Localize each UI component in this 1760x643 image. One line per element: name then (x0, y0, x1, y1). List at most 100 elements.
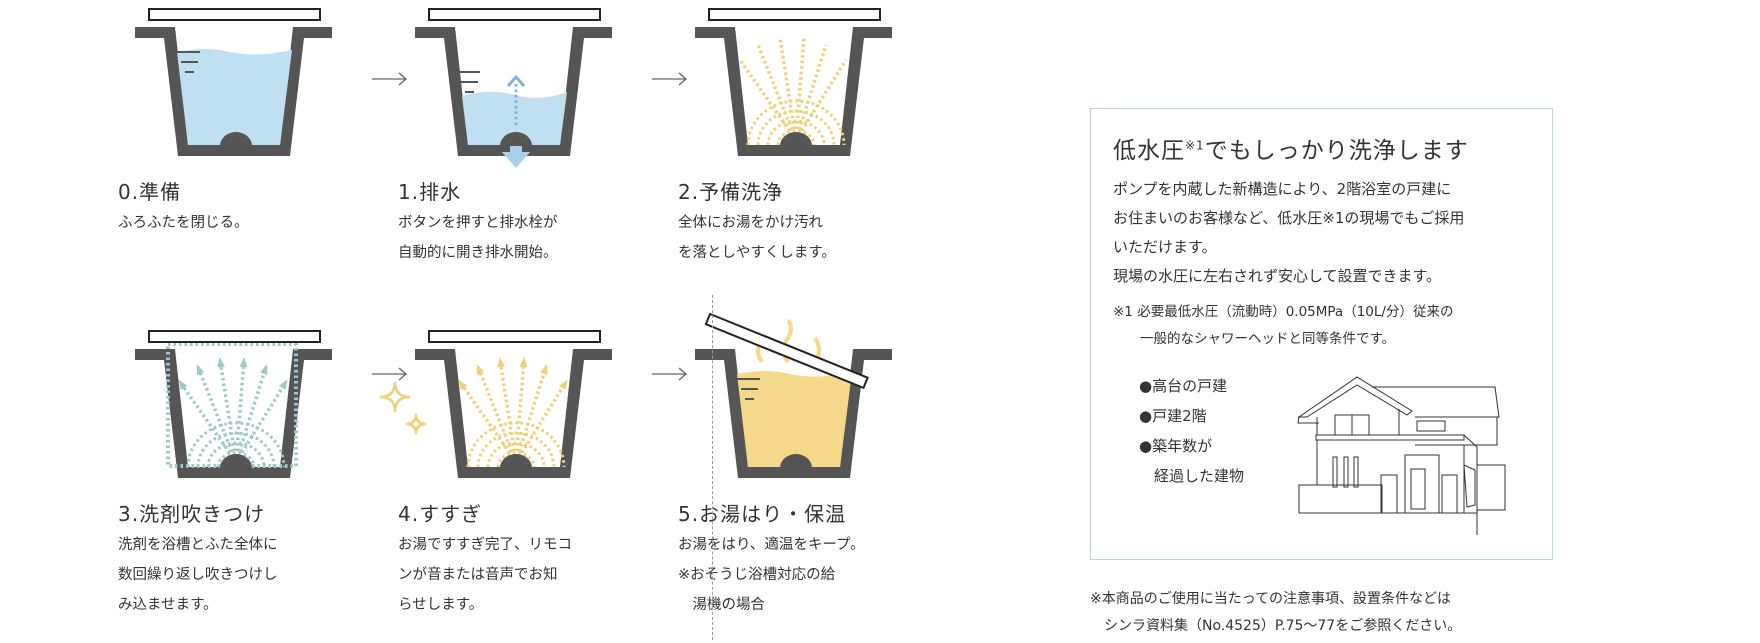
drain-plug (220, 132, 252, 146)
drain-plug (780, 454, 812, 468)
arrowhead (178, 379, 188, 390)
spray-arc (756, 109, 836, 146)
step-label: 5.お湯はり・保温 (678, 502, 847, 526)
water-level-icon (176, 51, 200, 73)
arrowhead (476, 364, 485, 375)
step-label: 2.予備洗浄 (678, 180, 784, 204)
bathtub-illustration (695, 8, 892, 156)
arrowhead (559, 379, 568, 390)
bullet-item: ●戸建2階 (1139, 407, 1207, 425)
lid (148, 330, 321, 343)
bathtub (695, 349, 892, 478)
arrow-right-icon (652, 367, 687, 381)
spray-line (234, 381, 288, 463)
drain-plug (500, 454, 532, 468)
step-description: 洗剤を浴槽とふた全体に 数回繰り返し吹きつけし み込ませます。 (118, 537, 278, 613)
bathtub-illustration (415, 8, 612, 168)
bullet-item: ●築年数が (1139, 437, 1213, 455)
bathtub-illustration (135, 330, 332, 478)
spray-arc (196, 431, 276, 468)
bathtub-illustration (135, 8, 332, 156)
bathtub (135, 349, 332, 478)
drain-plug (220, 454, 252, 468)
arrow-right-icon (372, 72, 407, 86)
bathtub (135, 27, 332, 156)
panel-body: ポンプを内蔵した新構造により、2階浴室の戸建に お住まいのお客様など、低水圧※1… (1113, 180, 1465, 285)
panel-title-sup: ※1 (1185, 138, 1205, 153)
hot-water (737, 371, 852, 467)
lid-open (704, 312, 869, 390)
step-description: お湯ですすぎ完了、リモコ ンが音または音声でお知 らせします。 (398, 537, 572, 613)
bullet-item: ●高台の戸建 (1139, 377, 1228, 395)
house-illustration (1297, 376, 1506, 535)
step-description: お湯をはり、適温をキープ。 ※おそうじ浴槽対応の給 湯機の場合 (678, 537, 865, 613)
spray-arc (206, 441, 266, 468)
spray-line (514, 366, 548, 463)
water (177, 49, 292, 145)
spray-line (196, 366, 238, 463)
arrowhead (260, 364, 268, 375)
arrowhead (458, 379, 468, 390)
panel-bullets: ●高台の戸建 ●戸建2階 ●築年数が 経過した建物 (1139, 371, 1244, 491)
spray-arc (186, 421, 286, 468)
spray-line (234, 359, 246, 463)
step-label: 1.排水 (398, 180, 462, 204)
arrowhead (540, 364, 548, 375)
spray-line (778, 37, 798, 141)
spray-line (514, 359, 526, 463)
spray-arc (476, 431, 556, 468)
spray-arc (216, 451, 256, 468)
step-label: 4.すすぎ (398, 502, 483, 526)
lid (428, 8, 601, 21)
bathtub-illustration (379, 330, 612, 478)
arrowhead (217, 357, 225, 368)
bathtub-illustration (695, 312, 892, 478)
drain-plug (500, 132, 532, 146)
bullet-item: 経過した建物 (1139, 467, 1245, 485)
spray-line (794, 37, 806, 141)
spray-line (794, 59, 848, 141)
step-label: 3.洗剤吹きつけ (118, 502, 266, 526)
arrowhead (279, 379, 288, 390)
arrowhead (196, 364, 205, 375)
arrow-right-icon (652, 72, 687, 86)
bathtub (695, 27, 892, 156)
low-pressure-panel: 低水圧※1でもしっかり洗浄します ポンプを内蔵した新構造により、2階浴室の戸建に… (1090, 108, 1553, 560)
arrowhead (239, 357, 248, 368)
sparkle-icon (379, 381, 427, 435)
panel-title: 低水圧※1でもしっかり洗浄します (1113, 131, 1469, 165)
panel-title-a: 低水圧 (1113, 138, 1185, 164)
spray-arc (766, 119, 826, 146)
step-description: ふろふたを閉じる。 (118, 215, 249, 231)
panel-title-b: でもしっかり洗浄します (1204, 138, 1469, 164)
spray-arc (746, 99, 846, 146)
water-level-icon (456, 71, 480, 93)
arrowhead (497, 357, 505, 368)
lid (428, 330, 601, 343)
lid (148, 8, 321, 21)
spray-line (234, 366, 268, 463)
drain-down-arrow (502, 146, 530, 168)
lid (708, 8, 881, 21)
spray-arc (496, 451, 536, 468)
spray-line (514, 381, 568, 463)
spray-arc (466, 421, 566, 468)
drain-plug (780, 132, 812, 146)
step-description: ボタンを押すと排水栓が 自動的に開き排水開始。 (398, 215, 558, 261)
spray-line (498, 359, 518, 463)
spray-arc (486, 441, 546, 468)
panel-note: ※1 必要最低水圧（流動時）0.05MPa（10L/分）従来の 一般的なシャワー… (1113, 304, 1454, 347)
step-description: 全体にお湯をかけ汚れ を落としやすくします。 (678, 215, 836, 261)
spray-arc (776, 129, 816, 146)
spray-line (756, 44, 798, 141)
detergent-outline (166, 342, 298, 468)
bathtub (415, 349, 612, 478)
water-level-icon (736, 378, 760, 400)
arrowhead (519, 357, 528, 368)
arrow-right-icon (372, 367, 407, 381)
step-label: 0.準備 (118, 180, 182, 204)
spray-line (476, 366, 518, 463)
divider (712, 295, 713, 640)
spray-line (218, 359, 238, 463)
footnote: ※本商品のご使用に当たっての注意事項、設置条件などは シンラ資料集（No.452… (1090, 591, 1462, 634)
